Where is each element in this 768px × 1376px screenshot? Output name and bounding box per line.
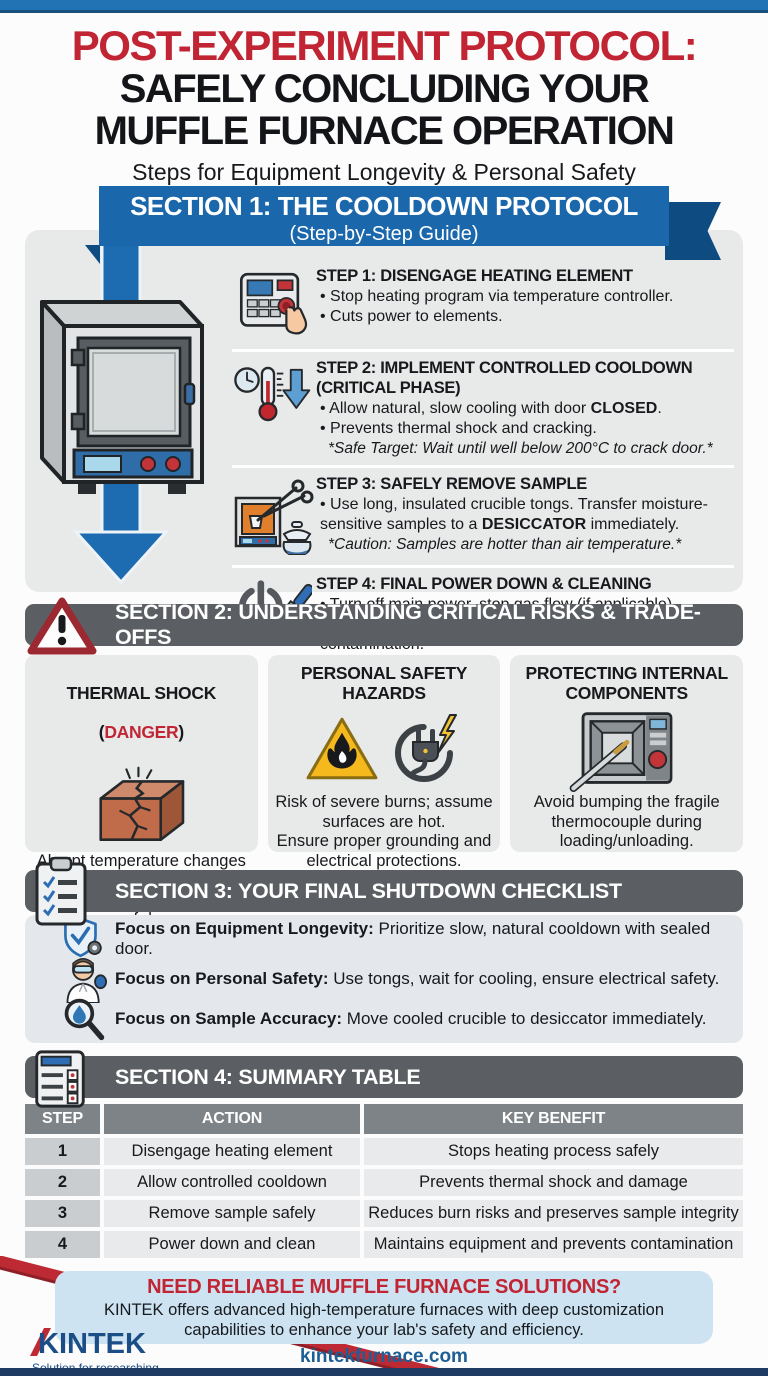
card-title: PERSONAL SAFETY HAZARDS (300, 663, 468, 703)
step-title: STEP 1: DISENGAGE HEATING ELEMENT (316, 267, 633, 285)
card-title: PROTECTING INTERNAL COMPONENTS (525, 663, 729, 703)
check-label: Focus on Personal Safety: (115, 969, 329, 988)
clipboard-checklist-icon (35, 856, 87, 926)
bottom-accent-bar (0, 1368, 768, 1376)
table-cell: Remove sample safely (104, 1200, 360, 1227)
summary-table: STEP ACTION KEY BENEFIT 1 Disengage heat… (25, 1104, 743, 1258)
card-thermal-shock: THERMAL SHOCK (DANGER) Abrupt temperatur… (25, 655, 258, 928)
tongs-desiccator-icon (232, 475, 316, 558)
page-title-line3: MUFFLE FURNACE OPERATION (94, 109, 675, 154)
checklist-item-longevity: Focus on Equipment Longevity: Prioritize… (25, 916, 743, 962)
section2-header: SECTION 2: UNDERSTANDING CRITICAL RISKS … (25, 600, 743, 649)
section2-title: SECTION 2: UNDERSTANDING CRITICAL RISKS … (115, 600, 701, 649)
section4-title: SECTION 4: SUMMARY TABLE (115, 1064, 421, 1089)
scientist-icon (53, 955, 115, 1003)
check-body: Move cooled crucible to desiccator immed… (342, 1009, 707, 1028)
cta-title: NEED RELIABLE MUFFLE FURNACE SOLUTIONS? (147, 1276, 621, 1298)
table-cell: Power down and clean (104, 1231, 360, 1258)
page-title-red: POST-EXPERIMENT PROTOCOL: (71, 22, 698, 69)
table-header-step: STEP (25, 1104, 100, 1134)
card-internal-components: PROTECTING INTERNAL COMPONENTS Avoid bum… (510, 655, 744, 852)
step-bullet: Allow natural, slow cooling with door CL… (316, 399, 734, 419)
table-cell: 3 (25, 1200, 100, 1227)
warning-triangle-icon (27, 597, 97, 655)
shield-gear-icon (53, 916, 115, 962)
step-note: *Safe Target: Wait until well below 200°… (328, 439, 713, 457)
flammable-triangle-icon (306, 717, 378, 780)
table-cell: Reduces burn risks and preserves sample … (364, 1200, 743, 1227)
step-3: STEP 3: SAFELY REMOVE SAMPLE Use long, i… (232, 464, 734, 565)
card-body: Avoid bumping the fragile thermocouple d… (533, 793, 720, 851)
page-subtitle: Steps for Equipment Longevity & Personal… (132, 159, 636, 186)
muffle-furnace-illustration (40, 300, 204, 494)
step-1: STEP 1: DISENGAGE HEATING ELEMENT Stop h… (232, 260, 734, 349)
check-body: Prioritize slow, natural cooldown with s… (115, 919, 711, 958)
section4-header: SECTION 4: SUMMARY TABLE (25, 1056, 743, 1098)
table-cell: Prevents thermal shock and damage (364, 1169, 743, 1196)
step-title: STEP 3: SAFELY REMOVE SAMPLE (316, 474, 587, 493)
temperature-controller-icon (232, 267, 316, 342)
table-cell: 4 (25, 1231, 100, 1258)
step-bullet: Stop heating program via temperature con… (316, 287, 734, 307)
step-bullet: Prevents thermal shock and cracking. (316, 419, 734, 439)
table-cell: Disengage heating element (104, 1138, 360, 1165)
section1-title: SECTION 1: THE COOLDOWN PROTOCOL (130, 191, 638, 221)
step-2: STEP 2: IMPLEMENT CONTROLLED COOLDOWN (C… (232, 349, 734, 465)
step-title: STEP 2: IMPLEMENT CONTROLLED COOLDOWN (C… (316, 359, 693, 397)
table-cell: Allow controlled cooldown (104, 1169, 360, 1196)
step-title: STEP 4: FINAL POWER DOWN & CLEANING (316, 574, 652, 593)
check-label: Focus on Equipment Longevity: (115, 919, 374, 938)
check-body: Use tongs, wait for cooling, ensure elec… (328, 969, 720, 988)
checklist-item-accuracy: Focus on Sample Accuracy: Move cooled cr… (25, 998, 743, 1041)
header: POST-EXPERIMENT PROTOCOL: SAFELY CONCLUD… (0, 22, 768, 186)
section3-title: SECTION 3: YOUR FINAL SHUTDOWN CHECKLIST (115, 878, 622, 903)
electrical-plug-icon (395, 714, 457, 783)
section1-subtitle: (Step-by-Step Guide) (289, 223, 479, 245)
table-cell: 2 (25, 1169, 100, 1196)
section1-banner: SECTION 1: THE COOLDOWN PROTOCOL (Step-b… (99, 186, 669, 246)
table-cell: Maintains equipment and prevents contami… (364, 1231, 743, 1258)
table-cell: 1 (25, 1138, 100, 1165)
card-personal-safety: PERSONAL SAFETY HAZARDS Risk of se (267, 655, 501, 870)
step-bullet: Cuts power to elements. (316, 307, 734, 327)
table-cell: Stops heating process safely (364, 1138, 743, 1165)
danger-label: DANGER (104, 721, 179, 742)
magnifier-droplet-icon (53, 995, 115, 1043)
checklist-item-safety: Focus on Personal Safety: Use tongs, wai… (25, 958, 743, 1003)
clock-thermometer-cooldown-icon (232, 359, 316, 426)
section3-header: SECTION 3: YOUR FINAL SHUTDOWN CHECKLIST (25, 870, 743, 912)
thermocouple-furnace-icon (569, 712, 673, 793)
page-title-line2: SAFELY CONCLUDING YOUR (119, 67, 650, 112)
table-header-action: ACTION (104, 1104, 360, 1134)
top-accent-bar (0, 0, 768, 13)
logo-text: KINTEK (38, 1328, 146, 1358)
table-header-benefit: KEY BENEFIT (364, 1104, 743, 1134)
checklist-panel: Focus on Equipment Longevity: Prioritize… (25, 915, 743, 1043)
step-note: *Caution: Samples are hotter than air te… (328, 535, 682, 553)
check-label: Focus on Sample Accuracy: (115, 1009, 343, 1028)
cracked-brick-icon (99, 766, 185, 841)
card-title: THERMAL SHOCK (DANGER) (66, 682, 217, 742)
step-bullet: Use long, insulated crucible tongs. Tran… (316, 495, 734, 535)
risk-cards: THERMAL SHOCK (DANGER) Abrupt temperatur… (25, 655, 744, 928)
summary-list-icon (35, 1050, 85, 1108)
card-body: Risk of severe burns; assume surfaces ar… (275, 793, 493, 870)
